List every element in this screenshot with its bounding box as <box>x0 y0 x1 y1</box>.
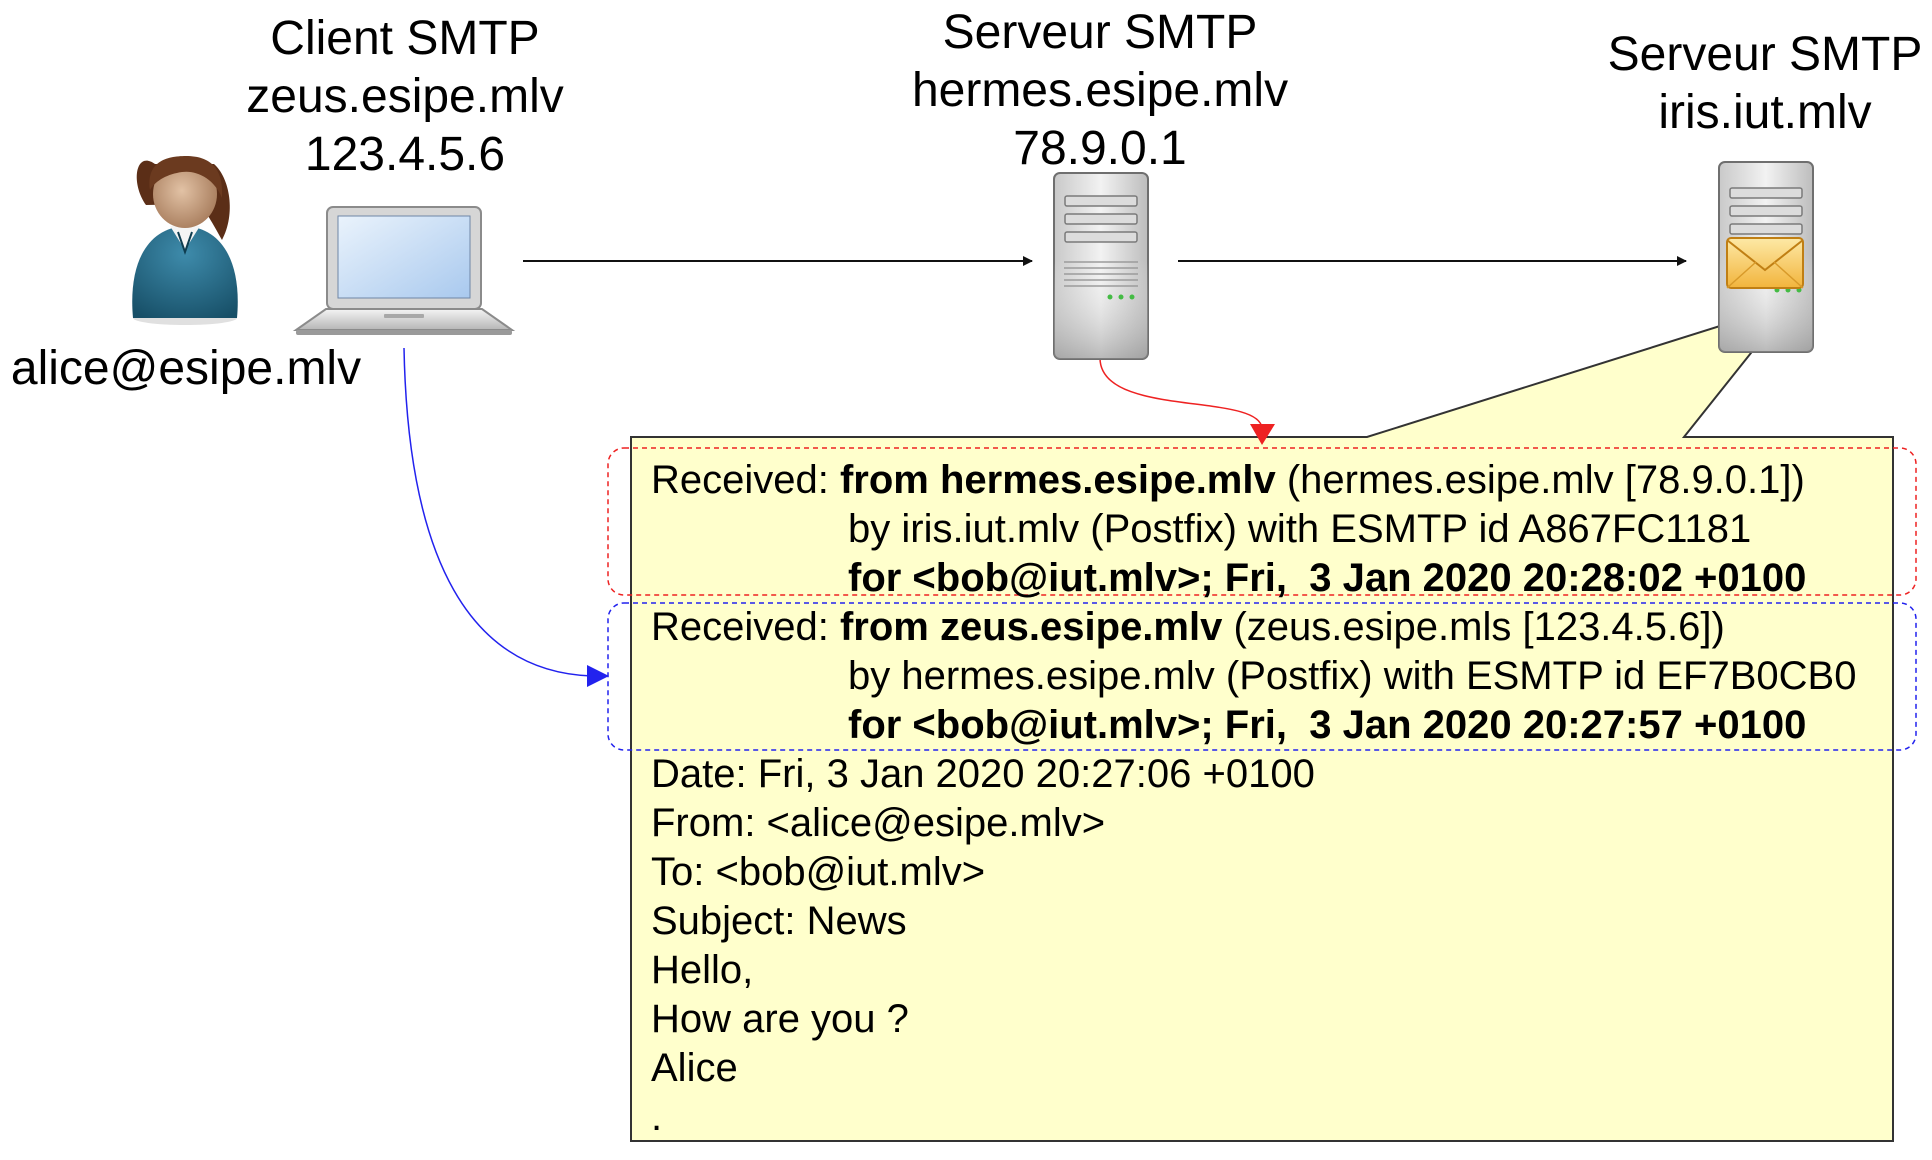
body-line: . <box>651 1095 663 1139</box>
client-label: Client SMTP zeus.esipe.mlv 123.4.5.6 <box>200 10 610 184</box>
user-email-label: alice@esipe.mlv <box>0 340 372 398</box>
client-ip: 123.4.5.6 <box>304 128 506 181</box>
received-zeus-line-3: for <bob@iut.mlv>; Fri, 3 Jan 2020 20:27… <box>651 701 1856 750</box>
received-for: for <bob@iut.mlv>; Fri, 3 Jan 2020 20:27… <box>848 703 1807 747</box>
to-header: To: <bob@iut.mlv> <box>651 850 986 894</box>
received-hermes-line-3: for <bob@iut.mlv>; Fri, 3 Jan 2020 20:28… <box>651 554 1856 603</box>
hermes-title: Serveur SMTP <box>942 6 1258 59</box>
email-note-callout <box>630 302 1894 1142</box>
hermes-ip: 78.9.0.1 <box>1013 122 1187 175</box>
received-by: by iris.iut.mlv (Postfix) with ESMTP id … <box>848 507 1752 551</box>
hermes-host: hermes.esipe.mlv <box>911 64 1289 117</box>
received-for: for <bob@iut.mlv>; Fri, 3 Jan 2020 20:28… <box>848 556 1807 600</box>
body-line: How are you ? <box>651 997 909 1041</box>
body-line: Hello, <box>651 948 754 992</box>
hermes-label: Serveur SMTP hermes.esipe.mlv 78.9.0.1 <box>880 4 1320 178</box>
received-hermes-box <box>607 447 1917 596</box>
received-from: from zeus.esipe.mlv <box>839 605 1223 649</box>
received-by: by hermes.esipe.mlv (Postfix) with ESMTP… <box>848 654 1857 698</box>
received-label: Received: <box>651 605 840 649</box>
received-from: from hermes.esipe.mlv <box>839 458 1276 502</box>
from-header: From: <alice@esipe.mlv> <box>651 801 1106 845</box>
subject-header: Subject: News <box>651 899 907 943</box>
received-hermes-line-1: Received: from hermes.esipe.mlv (hermes.… <box>651 456 1856 505</box>
date-header: Date: Fri, 3 Jan 2020 20:27:06 +0100 <box>651 752 1315 796</box>
received-label: Received: <box>651 458 840 502</box>
iris-label: Serveur SMTP iris.iut.mlv <box>1590 26 1932 142</box>
user-email: alice@esipe.mlv <box>10 342 362 395</box>
zeus-to-header-arrowhead <box>587 665 609 687</box>
body-line: Alice <box>651 1046 738 1090</box>
iris-host: iris.iut.mlv <box>1658 86 1872 139</box>
iris-title: Serveur SMTP <box>1607 28 1923 81</box>
received-zeus-line-1: Received: from zeus.esipe.mlv (zeus.esip… <box>651 603 1856 652</box>
email-content: Received: from hermes.esipe.mlv (hermes.… <box>651 456 1856 1142</box>
received-hermes-line-2: by iris.iut.mlv (Postfix) with ESMTP id … <box>651 505 1856 554</box>
client-host: zeus.esipe.mlv <box>246 70 564 123</box>
envelope-icon <box>1726 237 1804 289</box>
mail-server-icon <box>1718 161 1814 353</box>
received-from-detail: (hermes.esipe.mlv [78.9.0.1]) <box>1275 458 1805 502</box>
hermes-to-header-link <box>1099 357 1263 429</box>
received-from-detail: (zeus.esipe.mls [123.4.5.6]) <box>1222 605 1725 649</box>
server-icon <box>1053 172 1149 360</box>
received-zeus-line-2: by hermes.esipe.mlv (Postfix) with ESMTP… <box>651 652 1856 701</box>
hermes-to-header-arrowhead <box>1250 424 1275 445</box>
laptop-icon <box>292 206 516 335</box>
user-icon <box>132 156 238 325</box>
client-title: Client SMTP <box>270 12 540 65</box>
zeus-to-header-link <box>403 347 593 677</box>
